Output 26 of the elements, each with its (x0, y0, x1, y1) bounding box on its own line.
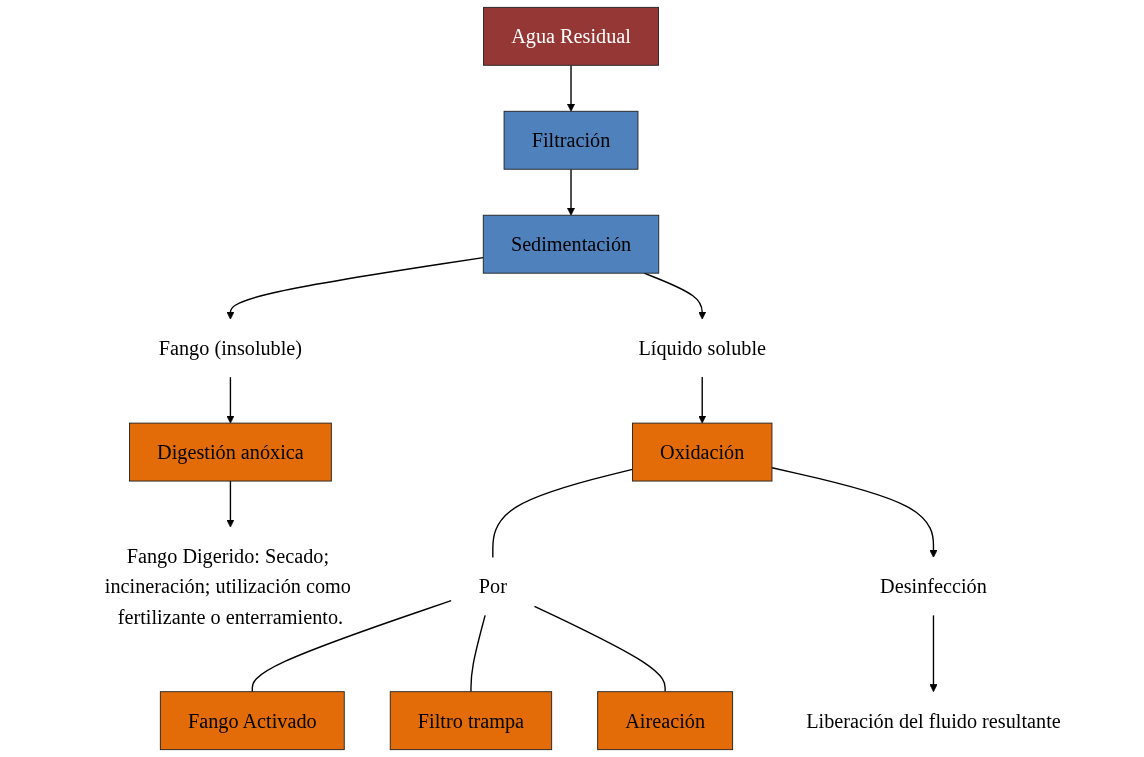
node-box: Digestión anóxica (129, 422, 332, 482)
node-box: Fango Activado (159, 691, 345, 751)
connector (251, 599, 452, 693)
connector (470, 614, 486, 693)
arrow (226, 256, 484, 320)
node-box: Oxidación (632, 422, 773, 482)
arrow (771, 467, 938, 558)
arrow (566, 64, 576, 112)
connector (533, 605, 666, 693)
arrow (226, 376, 235, 424)
node-text: Por (478, 574, 507, 598)
arrow (226, 480, 235, 528)
arrow (698, 376, 707, 424)
node-box: Aireación (597, 691, 734, 751)
node-text: Desinfección (880, 574, 987, 598)
arrow (929, 614, 938, 693)
node-box: Agua Residual (483, 6, 659, 66)
node-box: Sedimentación (482, 214, 660, 274)
node-text: Líquido soluble (638, 336, 767, 360)
connector (492, 468, 634, 559)
node-text: Fango Digerido: Secado; incineración; utilización como fertilizante o enterramiento. (104, 544, 351, 629)
node-box: Filtro trampa (389, 691, 553, 751)
arrow (566, 168, 576, 216)
node-text: Liberación del fluido resultante (806, 709, 1061, 733)
node-text: Fango (insoluble) (158, 336, 303, 360)
node-box: Filtración (503, 110, 639, 170)
